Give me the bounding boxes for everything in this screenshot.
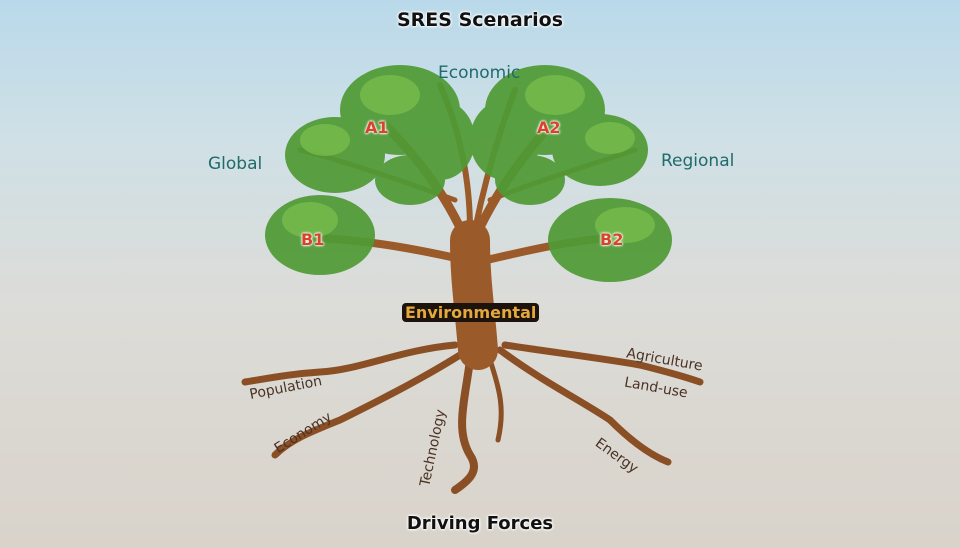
scenario-b1: B1 <box>301 230 325 249</box>
diagram-footer: Driving Forces <box>406 513 554 534</box>
roots <box>241 341 704 494</box>
axis-label-global: Global <box>208 154 263 174</box>
foliage-highlights <box>282 75 655 243</box>
scenario-a2: A2 <box>537 118 561 137</box>
scenario-a1: A1 <box>365 118 389 137</box>
diagram-title: SRES Scenarios <box>396 9 564 31</box>
axis-label-regional: Regional <box>661 151 735 171</box>
axis-label-economic: Economic <box>438 63 521 83</box>
axis-label-environmental: Environmental <box>402 303 540 322</box>
scenario-b2: B2 <box>600 230 624 249</box>
